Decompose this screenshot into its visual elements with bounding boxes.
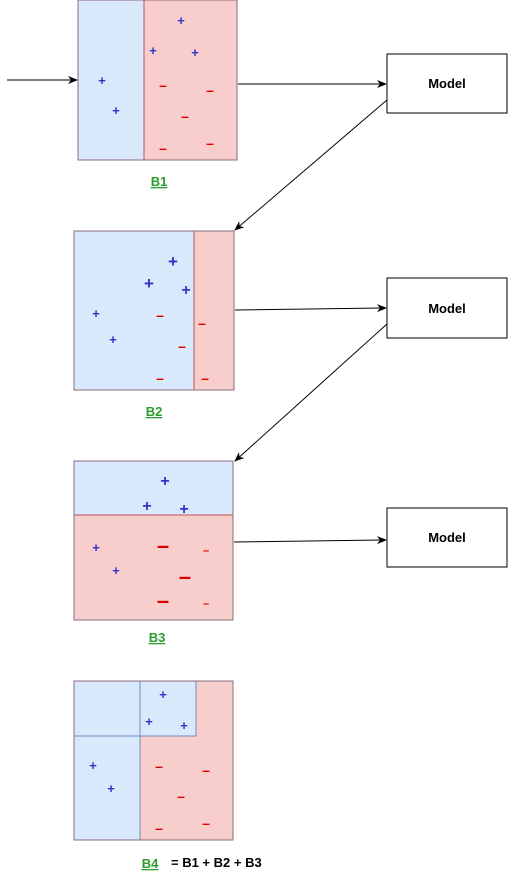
minus-sign: – <box>156 370 164 386</box>
box-label-b2: B2 <box>146 404 163 419</box>
plus-sign: + <box>179 501 188 518</box>
plus-sign: + <box>180 718 188 733</box>
minus-sign: – <box>179 564 191 589</box>
plus-sign: + <box>89 758 97 773</box>
plus-sign: + <box>107 781 115 796</box>
plus-sign: + <box>191 45 199 60</box>
minus-sign: – <box>157 588 169 613</box>
plus-sign: + <box>149 43 157 58</box>
box-b1 <box>77 0 238 161</box>
model-box-1: Model <box>386 53 508 114</box>
plus-sign: + <box>145 714 153 729</box>
box-label-b3: B3 <box>149 630 166 645</box>
model-label: Model <box>428 301 466 316</box>
minus-sign: – <box>155 820 163 836</box>
minus-sign: – <box>159 140 167 156</box>
minus-sign: – <box>198 315 206 331</box>
box-label-b1: B1 <box>151 174 168 189</box>
box-b4 <box>73 680 234 841</box>
minus-sign: – <box>155 758 163 774</box>
arrow-b3-to-model <box>233 536 387 545</box>
plus-sign: + <box>177 13 185 28</box>
minus-sign: – <box>201 370 209 386</box>
plus-sign: + <box>92 306 100 321</box>
plus-sign: + <box>112 563 120 578</box>
box-b3 <box>73 460 234 621</box>
b4-equation: = B1 + B2 + B3 <box>171 855 262 870</box>
plus-sign: + <box>168 252 178 271</box>
box-label-b4: B4 <box>142 856 159 871</box>
model-label: Model <box>428 76 466 91</box>
minus-sign: – <box>202 762 210 778</box>
box-b2 <box>73 230 235 391</box>
minus-sign: – <box>156 307 164 323</box>
plus-sign: + <box>142 498 151 515</box>
minus-sign: – <box>206 135 214 151</box>
plus-sign: + <box>160 473 169 490</box>
minus-sign: – <box>159 77 167 93</box>
plus-sign: + <box>98 73 106 88</box>
model-label: Model <box>428 530 466 545</box>
minus-sign: – <box>157 533 169 558</box>
model-box-2: Model <box>386 277 508 339</box>
minus-sign: – <box>178 338 186 354</box>
plus-sign: + <box>181 282 190 299</box>
minus-sign: – <box>177 788 185 804</box>
minus-sign: – <box>202 815 210 831</box>
plus-sign: + <box>92 540 100 555</box>
model-box-3: Model <box>386 507 508 568</box>
plus-sign: + <box>159 687 167 702</box>
plus-sign: + <box>144 274 154 293</box>
minus-sign: – <box>206 82 214 98</box>
arrow-model-to-b2 <box>234 99 388 231</box>
arrow-model-to-b3 <box>234 323 388 462</box>
minus-sign: – <box>203 598 209 610</box>
minus-sign: – <box>181 108 189 124</box>
minus-sign: – <box>203 545 209 557</box>
plus-sign: + <box>112 103 120 118</box>
plus-sign: + <box>109 332 117 347</box>
arrow-b2-to-model <box>234 304 387 313</box>
